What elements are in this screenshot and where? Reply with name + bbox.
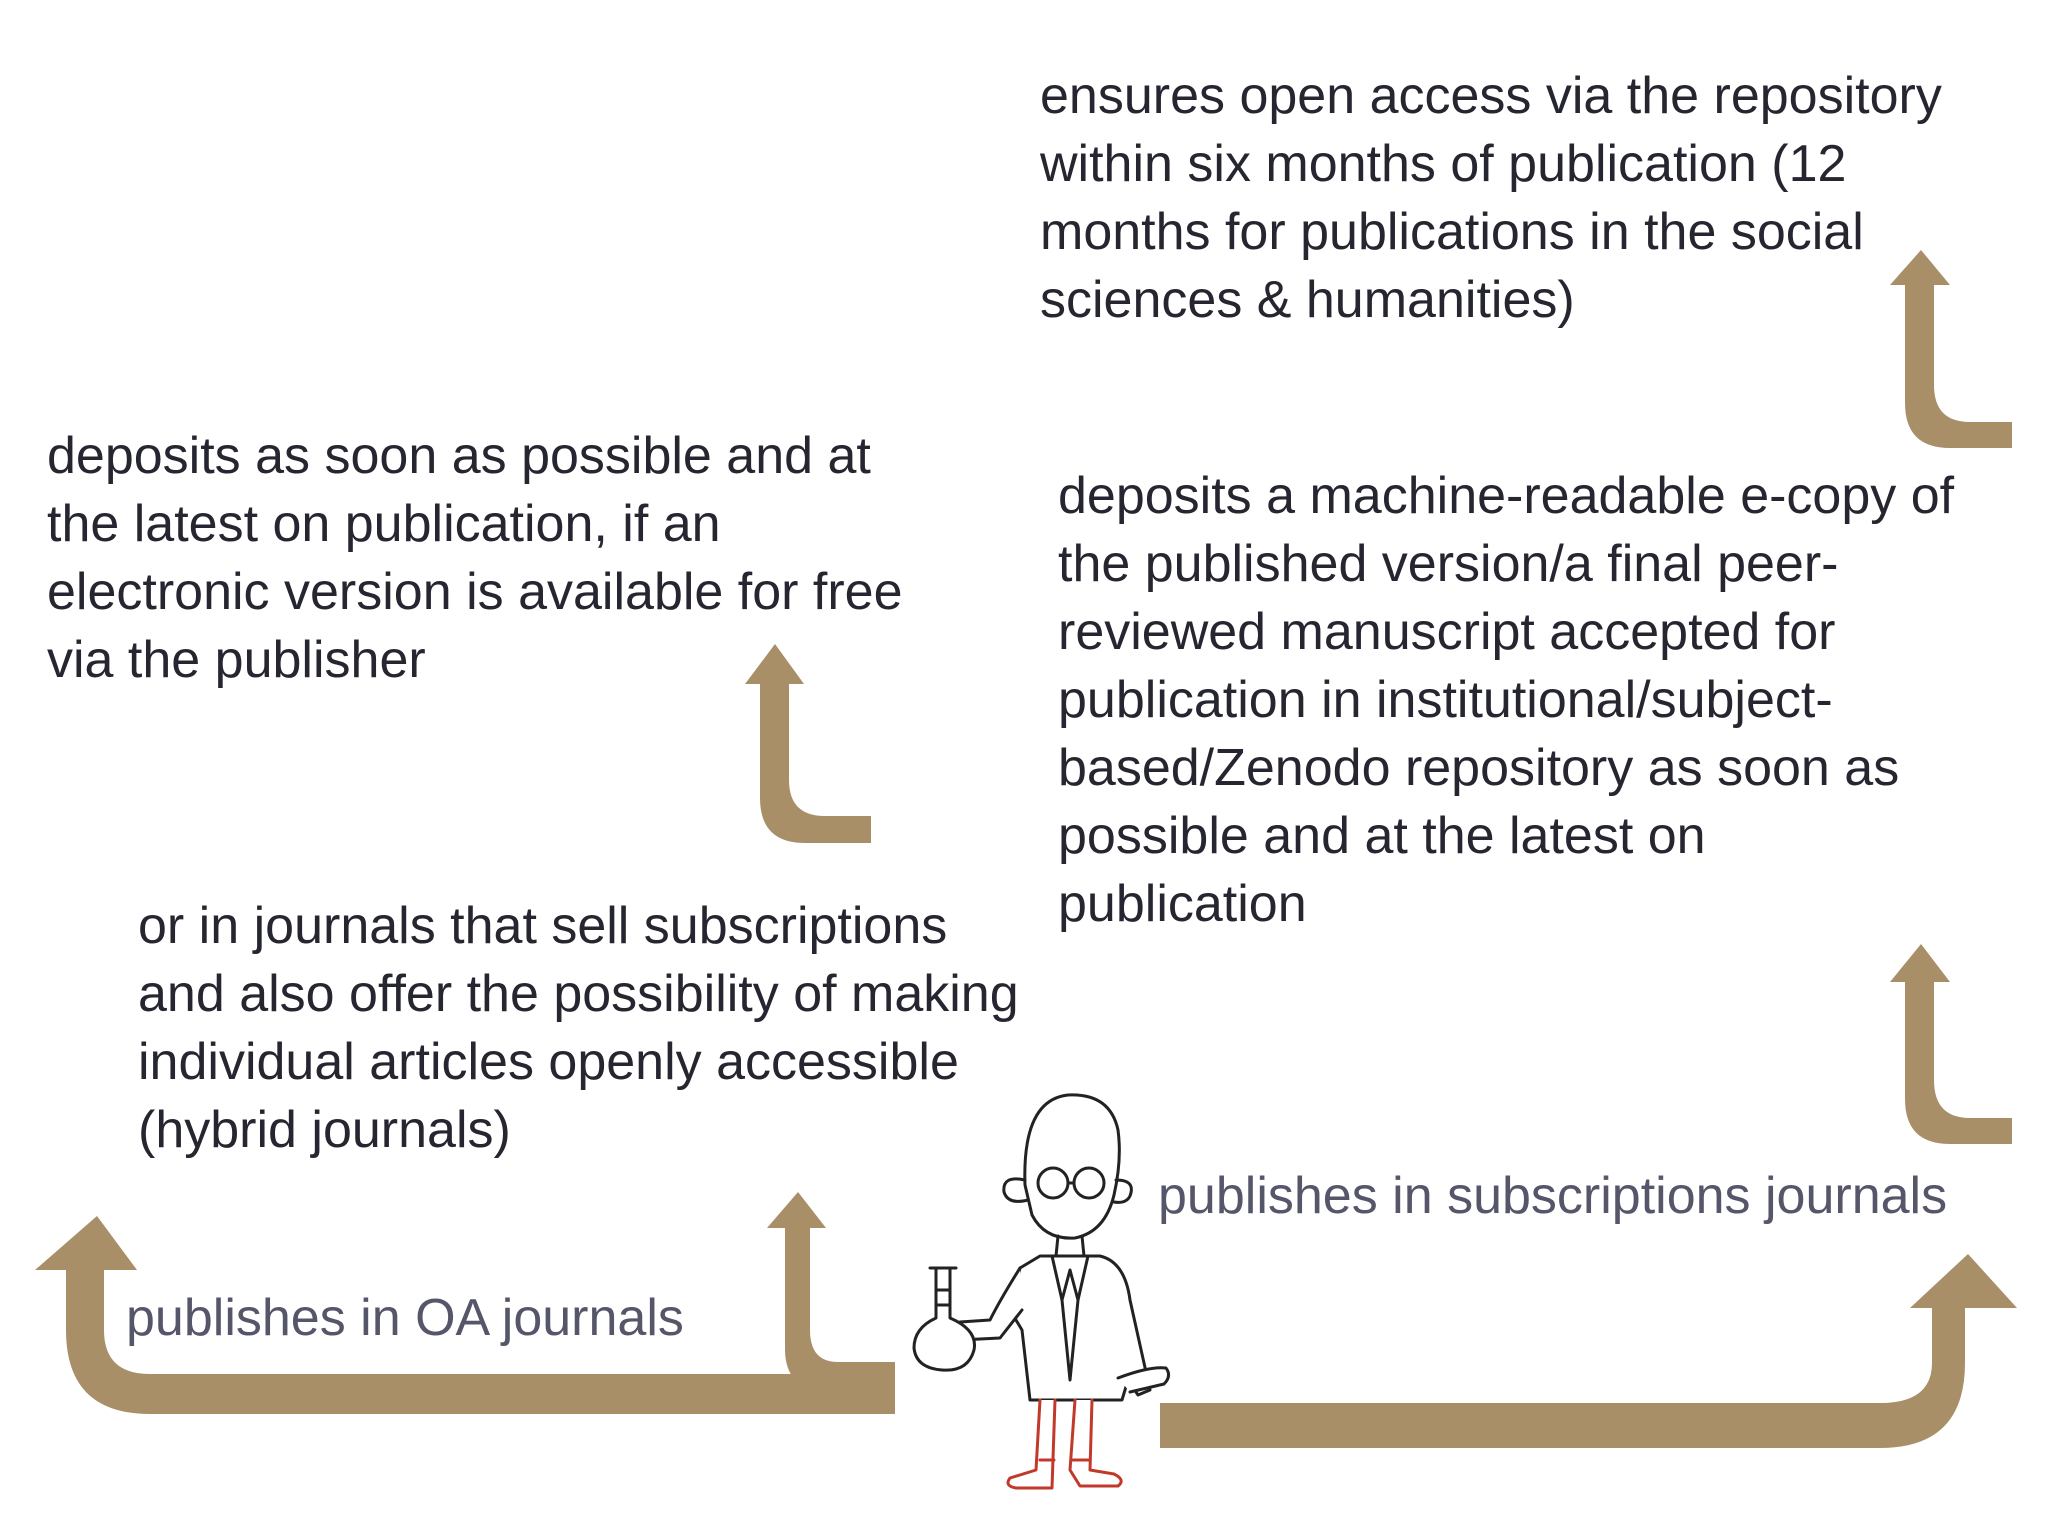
deposit-free-line: via the publisher [47,631,426,689]
deposit-free-text: deposits as soon as possible and at the … [47,422,903,694]
hybrid-journals-text: or in journals that sell subscriptions a… [138,892,1019,1164]
deposit-ecopy-line: reviewed manuscript accepted for [1058,603,1836,661]
hybrid-line: individual articles openly accessible [138,1033,959,1091]
open-access-text: ensures open access via the repository w… [1040,62,1942,334]
deposit-ecopy-line: possible and at the latest on [1058,807,1706,865]
hybrid-line: and also offer the possibility of making [138,965,1019,1023]
deposit-free-line: the latest on publication, if an [47,495,721,553]
deposit-ecopy-line: publication in institutional/subject- [1058,671,1833,729]
hybrid-line: (hybrid journals) [138,1101,511,1159]
oa-journals-label: publishes in OA journals [126,1289,684,1347]
deposit-free-line: deposits as soon as possible and at [47,427,871,485]
arrow-subscription-journals [1160,1254,2017,1448]
open-access-line: within six months of publication (12 [1040,135,1847,193]
deposit-ecopy-line: the published version/a final peer- [1058,535,1839,593]
arrow-deposit-ecopy [1890,944,2012,1144]
open-access-line: months for publications in the social [1040,203,1864,261]
arrow-hybrid [767,1192,895,1390]
arrow-deposit-free [745,644,871,843]
scientist-with-flask-icon [912,1093,1171,1490]
arrow-oa-journals [35,1216,895,1414]
open-access-line: ensures open access via the repository [1040,67,1942,125]
hybrid-line: or in journals that sell subscriptions [138,897,948,955]
deposit-ecopy-line: deposits a machine-readable e-copy of [1058,467,1955,525]
open-access-line: sciences & humanities) [1040,271,1575,329]
subscription-journals-label: publishes in subscriptions journals [1158,1167,1948,1225]
deposit-ecopy-line: based/Zenodo repository as soon as [1058,739,1900,797]
deposit-free-line: electronic version is available for free [47,563,903,621]
deposit-ecopy-text: deposits a machine-readable e-copy of th… [1058,462,1954,938]
deposit-ecopy-line: publication [1058,875,1307,933]
arrow-open-access [1890,250,2012,448]
